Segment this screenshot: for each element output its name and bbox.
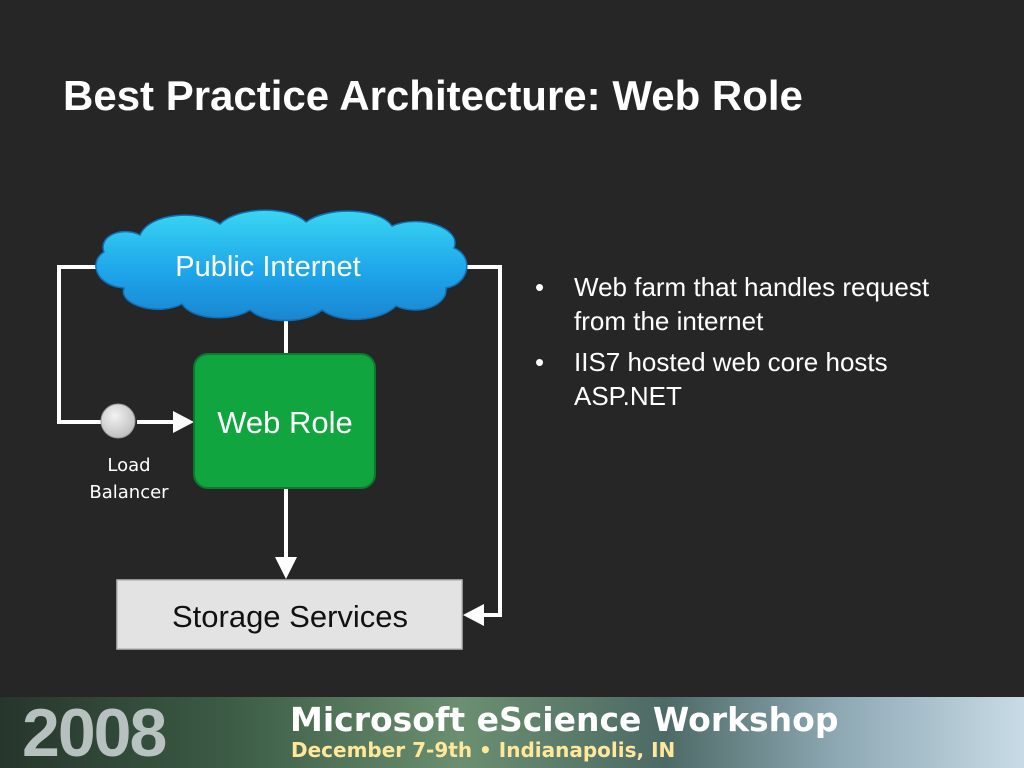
banner-title: Microsoft eScience Workshop	[290, 700, 839, 739]
storage-services-box: Storage Services	[116, 579, 463, 650]
bullet-item: • Web farm that handles request from the…	[535, 270, 975, 338]
public-internet-cloud: Public Internet	[95, 209, 468, 322]
connector-cloud-to-load-balancer	[57, 265, 102, 424]
cloud-label: Public Internet	[175, 251, 360, 283]
banner-year: 2008	[22, 697, 167, 768]
cloud-icon	[95, 209, 468, 322]
connectors	[57, 265, 502, 617]
banner-date: December 7-9th • Indianapolis, IN	[291, 738, 676, 762]
bullet-item: • IIS7 hosted web core hosts ASP.NET	[535, 345, 975, 413]
load-balancer-node-icon	[100, 403, 136, 439]
load-balancer: Load Balancer	[89, 403, 169, 503]
web-role-rect	[193, 353, 376, 489]
storage-services-label: Storage Services	[172, 599, 408, 634]
connector-cloud-to-storage	[466, 265, 502, 617]
bullet-text: Web farm that handles request from the i…	[574, 272, 930, 336]
slide-title: Best Practice Architecture: Web Role	[63, 72, 803, 119]
storage-services-rect	[116, 579, 463, 650]
arrowhead-left-icon	[463, 604, 484, 626]
bullet-list: • Web farm that handles request from the…	[535, 270, 975, 420]
arrowhead-down-icon	[275, 557, 297, 579]
workshop-banner: 2008 Microsoft eScience Workshop Decembe…	[0, 697, 1024, 768]
load-balancer-label-line2: Balancer	[89, 482, 169, 503]
load-balancer-label-line1: Load	[107, 455, 150, 476]
arrowhead-right-icon	[173, 411, 194, 433]
bullet-mark: •	[535, 272, 545, 302]
bullet-mark: •	[535, 347, 545, 377]
web-role-label: Web Role	[217, 405, 353, 440]
bullet-text: IIS7 hosted web core hosts ASP.NET	[574, 347, 888, 411]
architecture-diagram: Public Internet Load Balancer Web Role S…	[57, 209, 502, 650]
web-role-box: Web Role	[193, 353, 376, 489]
